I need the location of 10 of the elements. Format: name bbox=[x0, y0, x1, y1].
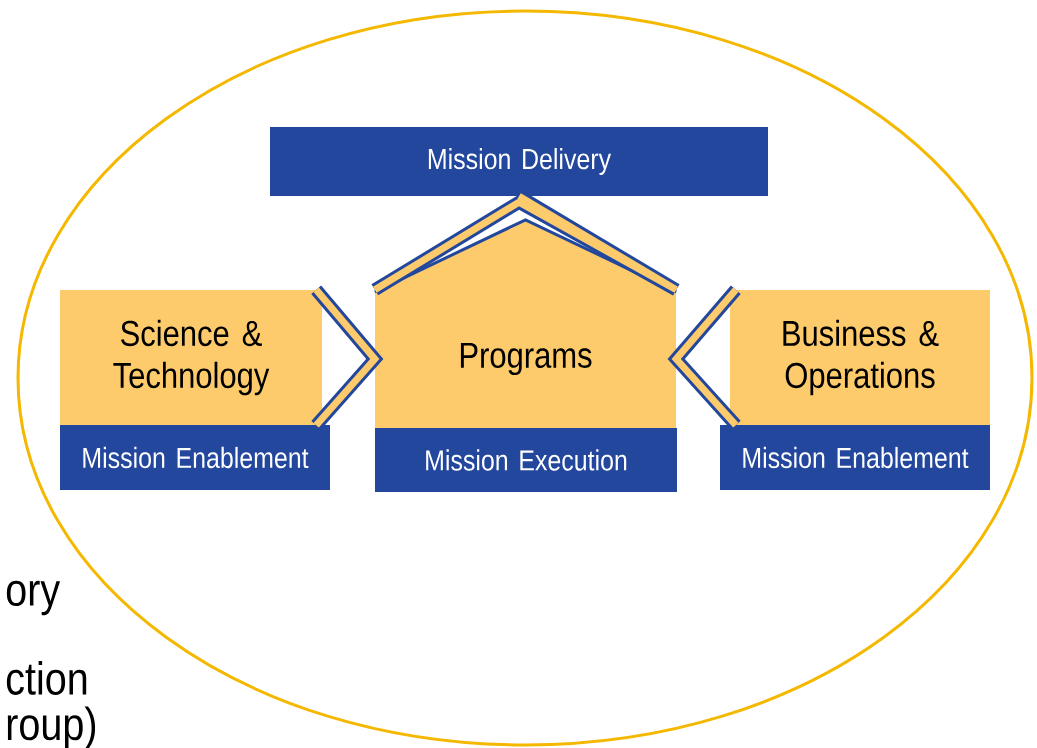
block: Business & Operations bbox=[730, 290, 990, 425]
block: Programs bbox=[375, 290, 676, 428]
label-bar: Mission Enablement bbox=[720, 425, 990, 490]
label-bar: Mission Execution bbox=[375, 428, 677, 492]
node-label: Programs bbox=[460, 342, 592, 376]
label-bar: Mission Enablement bbox=[60, 425, 330, 490]
block: Science & Technology bbox=[60, 290, 322, 425]
cut-off-text: ction bbox=[6, 661, 87, 695]
title-bar: Mission Delivery bbox=[270, 127, 768, 196]
cut-off-text: ory bbox=[6, 580, 61, 616]
